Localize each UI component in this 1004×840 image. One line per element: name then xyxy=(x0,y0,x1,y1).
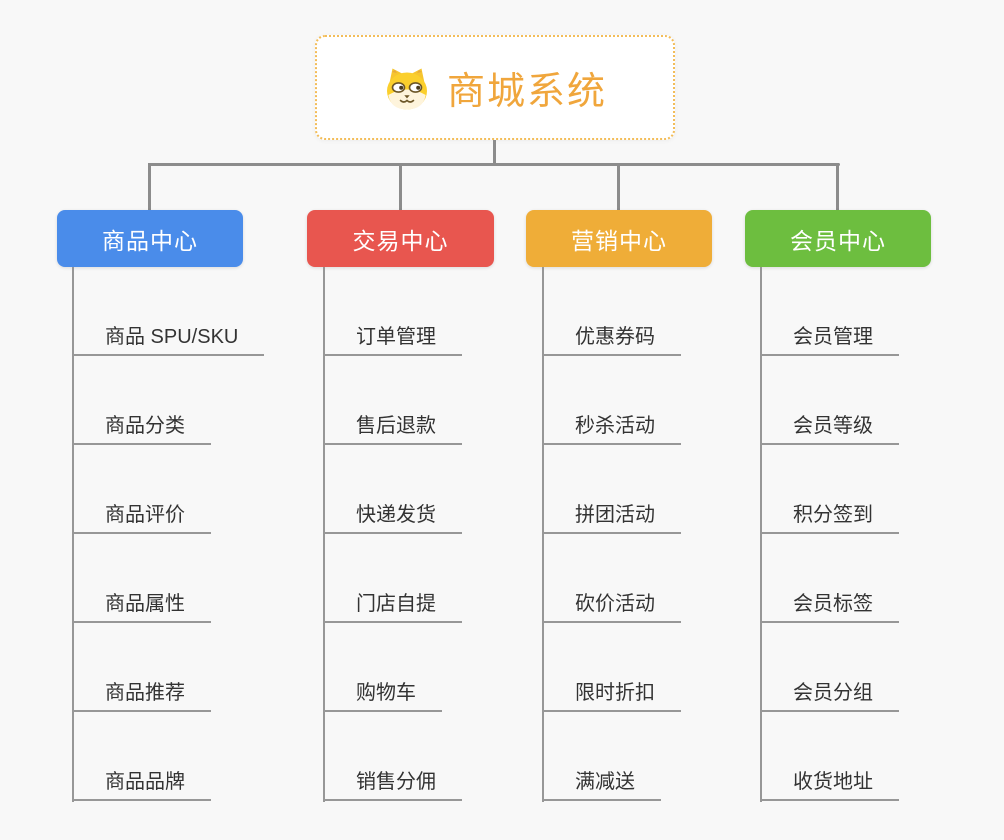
connector-horizontal-rail xyxy=(148,163,840,166)
connector-column-line xyxy=(72,267,74,802)
leaf-node-product-attribute[interactable]: 商品属性 xyxy=(72,578,211,623)
leaf-node-order-management[interactable]: 订单管理 xyxy=(323,311,462,356)
leaf-node-product-review[interactable]: 商品评价 xyxy=(72,489,211,534)
branch-label: 营销中心 xyxy=(571,227,667,254)
leaf-node-member-level[interactable]: 会员等级 xyxy=(760,400,899,445)
leaf-node-coupon-code[interactable]: 优惠券码 xyxy=(542,311,681,356)
leaf-node-time-limited-discount[interactable]: 限时折扣 xyxy=(542,667,681,712)
leaf-node-points-checkin[interactable]: 积分签到 xyxy=(760,489,899,534)
leaf-node-product-recommend[interactable]: 商品推荐 xyxy=(72,667,211,712)
leaf-node-member-group[interactable]: 会员分组 xyxy=(760,667,899,712)
connector-drop-product-center xyxy=(148,163,151,210)
connector-column-line xyxy=(760,267,762,802)
leaf-node-product-category[interactable]: 商品分类 xyxy=(72,400,211,445)
leaf-node-product-spu-sku[interactable]: 商品 SPU/SKU xyxy=(72,311,265,356)
connector-drop-marketing-center xyxy=(617,163,620,210)
branch-node-marketing-center[interactable]: 营销中心 xyxy=(526,210,712,267)
leaf-node-flash-sale[interactable]: 秒杀活动 xyxy=(542,400,681,445)
root-node[interactable]: 商城系统 xyxy=(315,35,675,140)
branch-children-marketing-center: 优惠券码 秒杀活动 拼团活动 砍价活动 限时折扣 满减送 xyxy=(542,267,782,807)
connector-column-line xyxy=(323,267,325,802)
leaf-node-express-delivery[interactable]: 快递发货 xyxy=(323,489,462,534)
root-node-label: 商城系统 xyxy=(446,71,607,113)
leaf-node-member-tag[interactable]: 会员标签 xyxy=(760,578,899,623)
leaf-node-store-pickup[interactable]: 门店自提 xyxy=(323,578,462,623)
leaf-node-bargain-activity[interactable]: 砍价活动 xyxy=(542,578,681,623)
leaf-node-sales-commission[interactable]: 销售分佣 xyxy=(323,756,462,801)
connector-drop-trade-center xyxy=(399,163,402,210)
connector-root-stub xyxy=(493,140,496,166)
branch-children-product-center: 商品 SPU/SKU 商品分类 商品评价 商品属性 商品推荐 商品品牌 xyxy=(72,267,312,807)
leaf-node-shopping-cart[interactable]: 购物车 xyxy=(323,667,442,712)
branch-label: 交易中心 xyxy=(352,227,449,254)
branch-children-trade-center: 订单管理 售后退款 快递发货 门店自提 购物车 销售分佣 xyxy=(323,267,563,807)
branch-label: 会员中心 xyxy=(790,227,886,254)
branch-label: 商品中心 xyxy=(102,227,198,254)
leaf-node-after-sale-refund[interactable]: 售后退款 xyxy=(323,400,462,445)
leaf-node-member-management[interactable]: 会员管理 xyxy=(760,311,899,356)
branch-node-product-center[interactable]: 商品中心 xyxy=(57,210,243,267)
branch-node-trade-center[interactable]: 交易中心 xyxy=(307,210,494,267)
leaf-node-product-brand[interactable]: 商品品牌 xyxy=(72,756,211,801)
connector-column-line xyxy=(542,267,544,802)
dog-face-icon xyxy=(386,68,427,109)
leaf-node-full-reduction[interactable]: 满减送 xyxy=(542,756,661,801)
branch-children-member-center: 会员管理 会员等级 积分签到 会员标签 会员分组 收货地址 xyxy=(760,267,1000,807)
leaf-node-shipping-address[interactable]: 收货地址 xyxy=(760,756,899,801)
connector-drop-member-center xyxy=(836,163,839,210)
branch-node-member-center[interactable]: 会员中心 xyxy=(745,210,931,267)
leaf-node-group-buy[interactable]: 拼团活动 xyxy=(542,489,681,534)
